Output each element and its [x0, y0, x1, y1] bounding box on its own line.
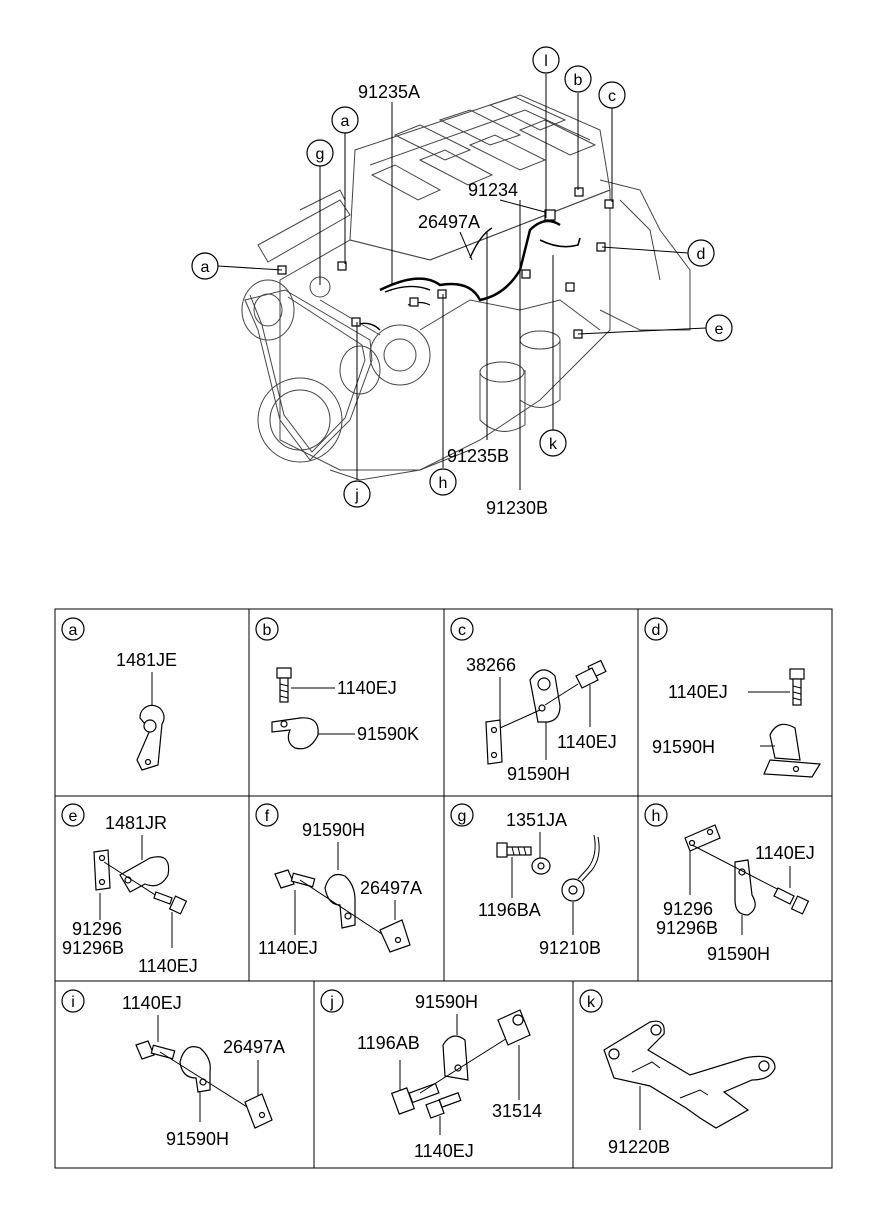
label-91296B: 91296B: [62, 938, 124, 958]
svg-text:j: j: [354, 487, 359, 504]
cell-g: g 1351JA 1196BA 91210B: [450, 803, 601, 958]
svg-text:i: i: [71, 994, 75, 1011]
callout-g: g: [306, 139, 334, 167]
svg-text:e: e: [715, 321, 724, 338]
cell-a: a 1481JE: [61, 617, 177, 771]
label-91590K: 91590K: [357, 724, 419, 744]
label-91210B: 91210B: [539, 938, 601, 958]
callout-h: h: [429, 468, 457, 496]
svg-text:h: h: [439, 475, 448, 492]
label-91230B: 91230B: [486, 498, 548, 518]
cell-e: e 1481JR 91296 91296B 1140EJ: [61, 803, 198, 976]
label-91235B: 91235B: [447, 446, 509, 466]
label-91590H: 91590H: [415, 992, 478, 1012]
label-26497A: 26497A: [360, 878, 422, 898]
svg-text:d: d: [652, 622, 661, 639]
engine-leader-lines: [217, 74, 707, 490]
label-91296: 91296: [72, 919, 122, 939]
label-1140EJ: 1140EJ: [258, 938, 318, 958]
callout-k: k: [539, 429, 567, 457]
callout-d: d: [687, 239, 715, 267]
label-1140EJ: 1140EJ: [557, 732, 617, 752]
cell-b: b 1140EJ 91590K: [255, 617, 419, 750]
label-1196BA: 1196BA: [478, 900, 541, 920]
label-91590H: 91590H: [707, 944, 770, 964]
svg-text:f: f: [265, 808, 270, 825]
label-31514: 31514: [492, 1101, 542, 1121]
cell-h: h 1140EJ 91296 91296B 91590H: [644, 803, 815, 964]
label-1481JR: 1481JR: [105, 813, 167, 833]
svg-text:a: a: [69, 622, 78, 639]
label-91296B: 91296B: [656, 918, 718, 938]
callout-c: c: [598, 81, 626, 109]
cell-d: d 1140EJ 91590H: [644, 617, 822, 778]
svg-text:b: b: [574, 72, 583, 89]
label-1196AB: 1196AB: [357, 1033, 420, 1053]
cell-f: f 91590H 26497A 1140EJ: [255, 803, 422, 958]
engine-illustration: [241, 94, 691, 481]
cell-c: c 38266 1140EJ 91590H: [450, 617, 617, 784]
svg-text:b: b: [263, 622, 272, 639]
label-91590H: 91590H: [507, 764, 570, 784]
callout-b: b: [564, 65, 592, 93]
svg-text:g: g: [316, 146, 325, 163]
svg-text:l: l: [544, 53, 548, 70]
label-38266: 38266: [466, 655, 516, 675]
svg-text:g: g: [458, 808, 467, 825]
svg-text:d: d: [697, 246, 706, 263]
label-1140EJ: 1140EJ: [668, 682, 728, 702]
svg-text:c: c: [458, 622, 466, 639]
label-91296: 91296: [663, 899, 713, 919]
svg-text:k: k: [549, 436, 558, 453]
label-91590H: 91590H: [166, 1129, 229, 1149]
cell-k: k 91220B: [579, 989, 776, 1157]
label-91235A: 91235A: [358, 82, 420, 102]
svg-text:e: e: [69, 808, 78, 825]
label-1351JA: 1351JA: [506, 810, 567, 830]
label-26497A: 26497A: [223, 1037, 285, 1057]
label-91590H: 91590H: [652, 737, 715, 757]
svg-text:c: c: [608, 88, 616, 105]
callout-a-top: a: [331, 106, 359, 134]
svg-text:a: a: [201, 259, 210, 276]
callout-j: j: [343, 480, 371, 508]
label-1140EJ: 1140EJ: [337, 678, 397, 698]
label-91234: 91234: [468, 180, 518, 200]
parts-grid: [54, 608, 833, 1169]
label-1140EJ: 1140EJ: [122, 993, 182, 1013]
label-1140EJ: 1140EJ: [414, 1141, 474, 1161]
cell-i: i 1140EJ 26497A 91590H: [61, 989, 285, 1149]
svg-text:j: j: [329, 994, 334, 1011]
label-1140EJ: 1140EJ: [138, 956, 198, 976]
svg-text:h: h: [652, 808, 661, 825]
label-91590H: 91590H: [302, 820, 365, 840]
callout-a-left: a: [191, 252, 219, 280]
label-1140EJ: 1140EJ: [755, 843, 815, 863]
callout-l: l: [532, 46, 560, 74]
label-26497A: 26497A: [418, 212, 480, 232]
callout-e: e: [705, 314, 733, 342]
svg-text:a: a: [341, 113, 350, 130]
cell-j: j 91590H 1196AB 31514 1140EJ: [320, 989, 542, 1161]
svg-text:k: k: [587, 994, 596, 1011]
label-91220B: 91220B: [608, 1137, 670, 1157]
label-1481JE: 1481JE: [116, 650, 177, 670]
